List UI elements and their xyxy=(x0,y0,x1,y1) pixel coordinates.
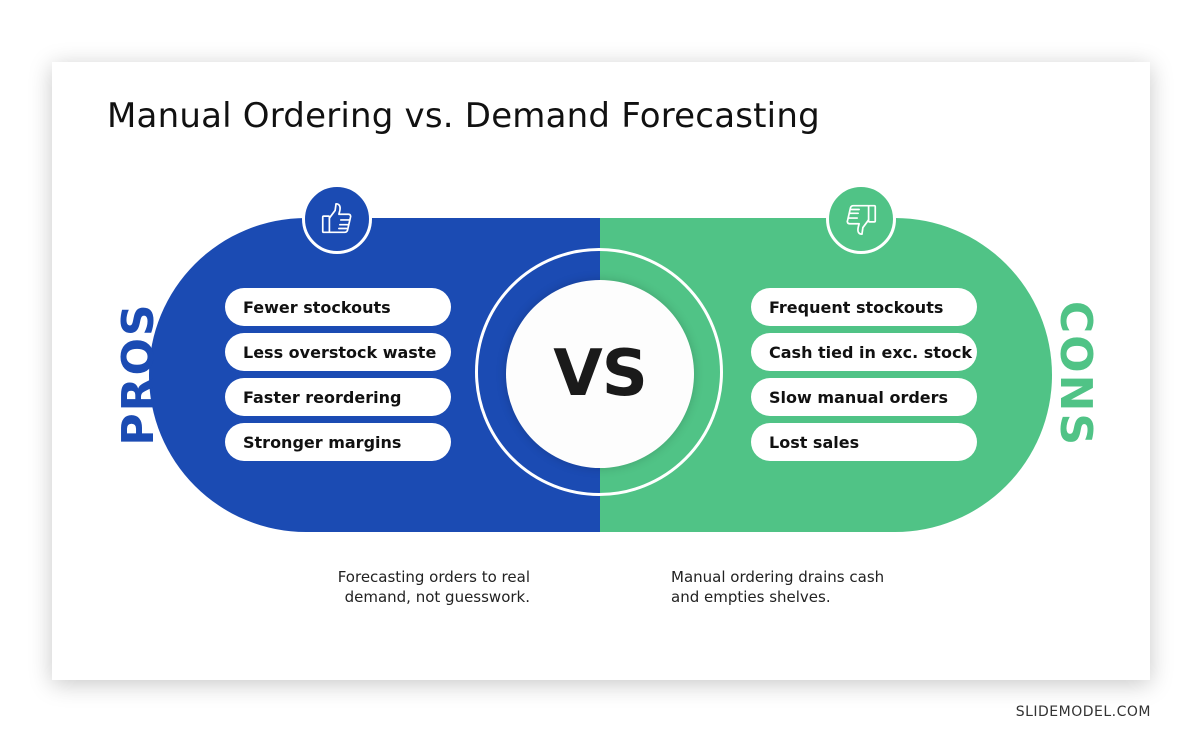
cons-item: Slow manual orders xyxy=(751,378,977,416)
pros-list: Fewer stockouts Less overstock waste Fas… xyxy=(225,288,451,468)
cons-item: Cash tied in exc. stock xyxy=(751,333,977,371)
pros-caption-line-2: demand, not guesswork. xyxy=(344,588,530,606)
cons-item: Frequent stockouts xyxy=(751,288,977,326)
thumbs-up-icon xyxy=(321,202,352,234)
slide-title: Manual Ordering vs. Demand Forecasting xyxy=(107,96,820,136)
vs-ring xyxy=(475,248,723,496)
cons-item: Lost sales xyxy=(751,423,977,461)
vs-label: VS xyxy=(553,337,648,411)
cons-caption: Manual ordering drains cash and empties … xyxy=(671,567,931,607)
pros-icon-badge xyxy=(302,184,372,254)
thumbs-down-icon xyxy=(846,204,877,236)
pros-caption-line-1: Forecasting orders to real xyxy=(337,568,530,586)
pros-caption: Forecasting orders to real demand, not g… xyxy=(270,567,530,607)
cons-caption-line-2: and empties shelves. xyxy=(671,588,831,606)
cons-list: Frequent stockouts Cash tied in exc. sto… xyxy=(751,288,977,468)
pros-item: Faster reordering xyxy=(225,378,451,416)
pros-item: Less overstock waste xyxy=(225,333,451,371)
cons-caption-line-1: Manual ordering drains cash xyxy=(671,568,885,586)
cons-icon-badge xyxy=(826,184,896,254)
vs-circle: VS xyxy=(506,280,694,468)
slide: Manual Ordering vs. Demand Forecasting V… xyxy=(52,62,1150,680)
pros-item: Stronger margins xyxy=(225,423,451,461)
pros-item: Fewer stockouts xyxy=(225,288,451,326)
brand-watermark: SLIDEMODEL.COM xyxy=(1015,704,1151,720)
cons-label: CONS xyxy=(1050,300,1101,448)
pros-label: PROS xyxy=(113,302,164,446)
